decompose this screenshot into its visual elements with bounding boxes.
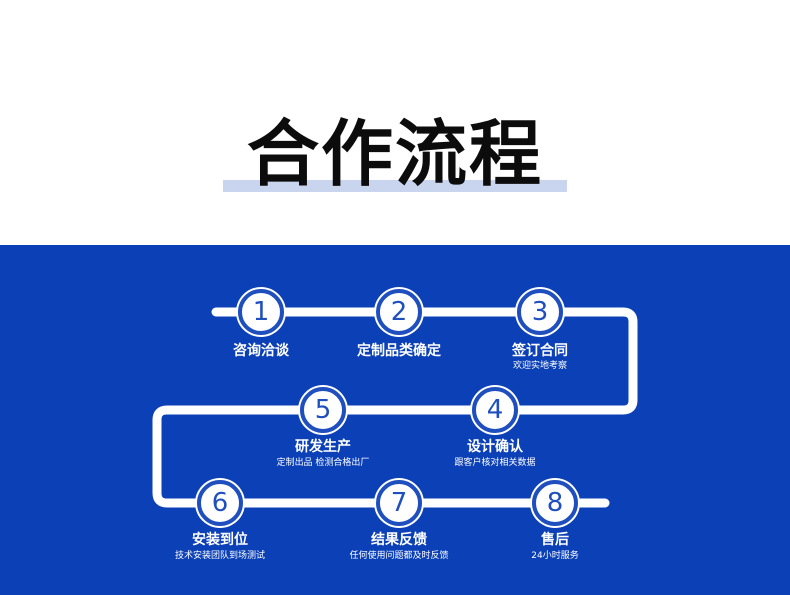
step-1-number: 1 [238, 289, 284, 335]
step-6-subtitle: 技术安装团队到场测试 [174, 551, 265, 561]
step-7-number: 7 [376, 480, 422, 526]
flow-path [152, 307, 638, 508]
step-2-number: 2 [376, 289, 422, 335]
step-1-label: 咨询洽谈 [233, 343, 289, 359]
step-7-subtitle: 任何使用问题都及时反馈 [349, 551, 449, 561]
step-8-subtitle: 24小时服务 [531, 551, 579, 561]
step-6-label: 安装到位 [192, 532, 248, 548]
step-3-number: 3 [517, 289, 563, 335]
step-5-number: 5 [300, 387, 346, 433]
step-5-label: 研发生产 [295, 439, 351, 455]
step-4-label: 设计确认 [467, 439, 523, 455]
step-4-number: 4 [472, 387, 518, 433]
step-8-number: 8 [532, 480, 578, 526]
step-6-number: 6 [197, 480, 243, 526]
step-5-subtitle: 定制出品 检测合格出厂 [276, 458, 370, 468]
step-3-label: 签订合同 [512, 343, 568, 359]
title-underline [223, 180, 567, 192]
header: 合作流程 [0, 0, 790, 245]
page-title: 合作流程 [246, 112, 543, 196]
step-4-subtitle: 跟客户核对相关数据 [454, 458, 536, 468]
step-8-label: 售后 [541, 532, 569, 548]
process-panel: 1 咨询洽谈 2 定制品类确定 3 签订合同 欢迎实地考察 4 设计确认 跟客户… [0, 245, 790, 595]
step-3-subtitle: 欢迎实地考察 [512, 361, 567, 371]
step-7-label: 结果反馈 [371, 532, 427, 548]
step-2-label: 定制品类确定 [357, 343, 441, 359]
